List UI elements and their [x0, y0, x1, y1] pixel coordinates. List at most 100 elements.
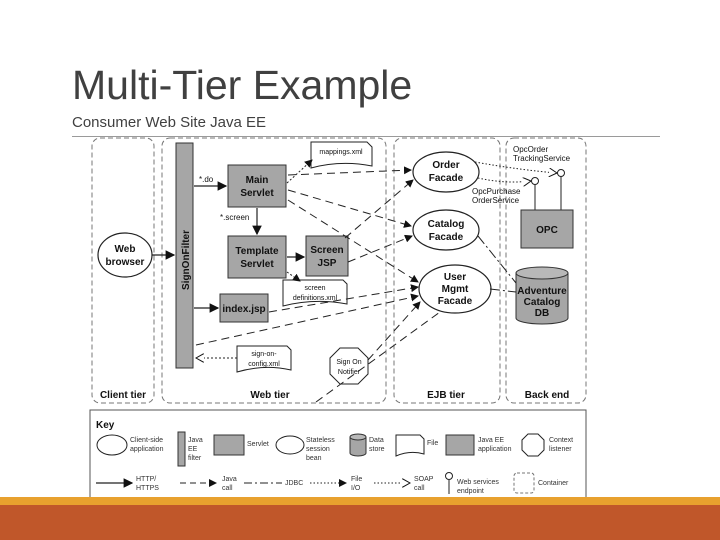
legend-data-store: Data store: [349, 433, 385, 457]
legend-java-ee-filter: Java EE filter: [177, 431, 203, 467]
svg-text:bean: bean: [306, 455, 322, 462]
svg-text:JSP: JSP: [318, 258, 337, 269]
web-tier-label: Web tier: [250, 390, 289, 401]
template-servlet-node: Template Servlet: [227, 235, 287, 279]
diagram-connections: [152, 159, 557, 403]
screen-jsp-node: Screen JSP: [305, 235, 349, 277]
svg-text:Screen: Screen: [310, 245, 343, 256]
svg-text:Java: Java: [188, 437, 203, 444]
svg-text:Template: Template: [235, 246, 279, 257]
svg-text:Container: Container: [538, 480, 569, 487]
svg-text:index.jsp: index.jsp: [222, 304, 265, 315]
svg-text:JDBC: JDBC: [285, 480, 303, 487]
order-facade-node: Order Facade: [412, 151, 480, 193]
sign-on-config-file: sign-on- config.xml: [236, 345, 292, 373]
legend-ws-endpoint: Web services endpoint: [445, 472, 499, 495]
legend-soap-call: SOAP call: [374, 476, 434, 492]
svg-text:EE: EE: [188, 446, 198, 453]
title-divider: [72, 136, 660, 137]
legend-container: Container: [513, 472, 569, 494]
legend-java-ee-app: Java EE application: [445, 434, 512, 456]
back-end-label: Back end: [525, 390, 569, 401]
footer-band: [0, 505, 720, 540]
svg-text:Sign On: Sign On: [336, 359, 361, 366]
svg-text:definitions.xml: definitions.xml: [293, 295, 338, 302]
svg-text:HTTP/: HTTP/: [136, 476, 156, 483]
svg-text:call: call: [222, 485, 233, 492]
svg-text:Web: Web: [115, 244, 136, 255]
svg-text:Java EE: Java EE: [478, 437, 504, 444]
web-browser-node: Web browser: [97, 232, 153, 278]
svg-text:OrderService: OrderService: [472, 196, 520, 205]
opc-node: OPC: [520, 209, 574, 249]
svg-text:endpoint: endpoint: [457, 488, 484, 495]
slide-title: Multi-Tier Example: [72, 62, 413, 108]
svg-text:Mgmt: Mgmt: [442, 284, 469, 295]
legend-box: Key Client-side application Java EE filt…: [89, 409, 587, 499]
slide-subtitle: Consumer Web Site Java EE: [72, 114, 266, 131]
client-tier-label: Client tier: [100, 390, 146, 401]
catalog-facade-node: Catalog Facade: [412, 209, 480, 251]
svg-text:Context: Context: [549, 437, 573, 444]
legend-file-io: File I/O: [310, 476, 362, 492]
svg-text:Catalog: Catalog: [524, 297, 561, 308]
user-mgmt-facade-node: User Mgmt Facade: [418, 264, 492, 314]
svg-text:listener: listener: [549, 446, 572, 453]
svg-text:OPC: OPC: [536, 225, 558, 236]
svg-text:DB: DB: [535, 308, 549, 319]
legend-java-call: Java call: [180, 476, 237, 492]
svg-text:User: User: [444, 272, 466, 283]
svg-text:File: File: [427, 440, 438, 447]
svg-text:Facade: Facade: [429, 232, 464, 243]
svg-text:session: session: [306, 446, 330, 453]
svg-text:Web services: Web services: [457, 479, 499, 486]
opc-order-tracking-label: OpcOrder: [513, 145, 548, 154]
screen-definitions-file: screen definitions.xml: [282, 279, 348, 307]
legend-client-side-app: Client-side application: [96, 434, 164, 456]
svg-text:Client-side: Client-side: [130, 437, 163, 444]
footer-accent-band: [0, 497, 720, 505]
svg-text:Adventure: Adventure: [517, 286, 567, 297]
svg-text:browser: browser: [106, 257, 145, 268]
svg-text:Stateless: Stateless: [306, 437, 335, 444]
main-servlet-node: Main Servlet: [227, 164, 287, 208]
svg-text:Java: Java: [222, 476, 237, 483]
svg-text:Notifier: Notifier: [338, 369, 361, 376]
legend-http: HTTP/ HTTPS: [96, 476, 159, 492]
legend-context-listener: Context listener: [521, 433, 573, 457]
legend-file: File: [395, 434, 438, 457]
svg-text:File: File: [351, 476, 362, 483]
svg-text:Facade: Facade: [438, 296, 473, 307]
sign-on-notifier-node: Sign On Notifier: [329, 347, 369, 385]
opc-purchase-order-label: OpcPurchase: [472, 187, 521, 196]
legend-servlet: Servlet: [213, 434, 269, 456]
svg-text:Facade: Facade: [429, 173, 464, 184]
svg-text:filter: filter: [188, 455, 202, 462]
legend-jdbc: JDBC: [244, 480, 303, 487]
svg-text:Servlet: Servlet: [247, 441, 269, 448]
svg-text:I/O: I/O: [351, 485, 361, 492]
screen-pattern-label: *.screen: [220, 213, 249, 222]
svg-text:application: application: [478, 446, 512, 453]
legend-stateless-bean: Stateless session bean: [275, 435, 335, 462]
sign-on-filter-node: SignOnFilter: [175, 142, 194, 369]
svg-text:Servlet: Servlet: [240, 259, 274, 270]
svg-text:Data: Data: [369, 437, 384, 444]
svg-text:call: call: [414, 485, 425, 492]
ejb-tier-label: EJB tier: [427, 390, 465, 401]
svg-text:sign-on-: sign-on-: [251, 351, 277, 358]
svg-text:Main: Main: [246, 175, 269, 186]
svg-text:screen: screen: [304, 285, 325, 292]
do-pattern-label: *.do: [199, 175, 214, 184]
mappings-xml-file: mappings.xml: [310, 141, 373, 169]
svg-text:Order: Order: [432, 160, 459, 171]
svg-text:mappings.xml: mappings.xml: [319, 149, 363, 156]
svg-text:application: application: [130, 446, 164, 453]
adventure-catalog-db-node: Adventure Catalog DB: [515, 266, 569, 325]
svg-text:HTTPS: HTTPS: [136, 485, 159, 492]
index-jsp-node: index.jsp: [219, 293, 269, 323]
svg-text:Catalog: Catalog: [428, 219, 465, 230]
svg-text:store: store: [369, 446, 385, 453]
svg-text:Servlet: Servlet: [240, 188, 274, 199]
